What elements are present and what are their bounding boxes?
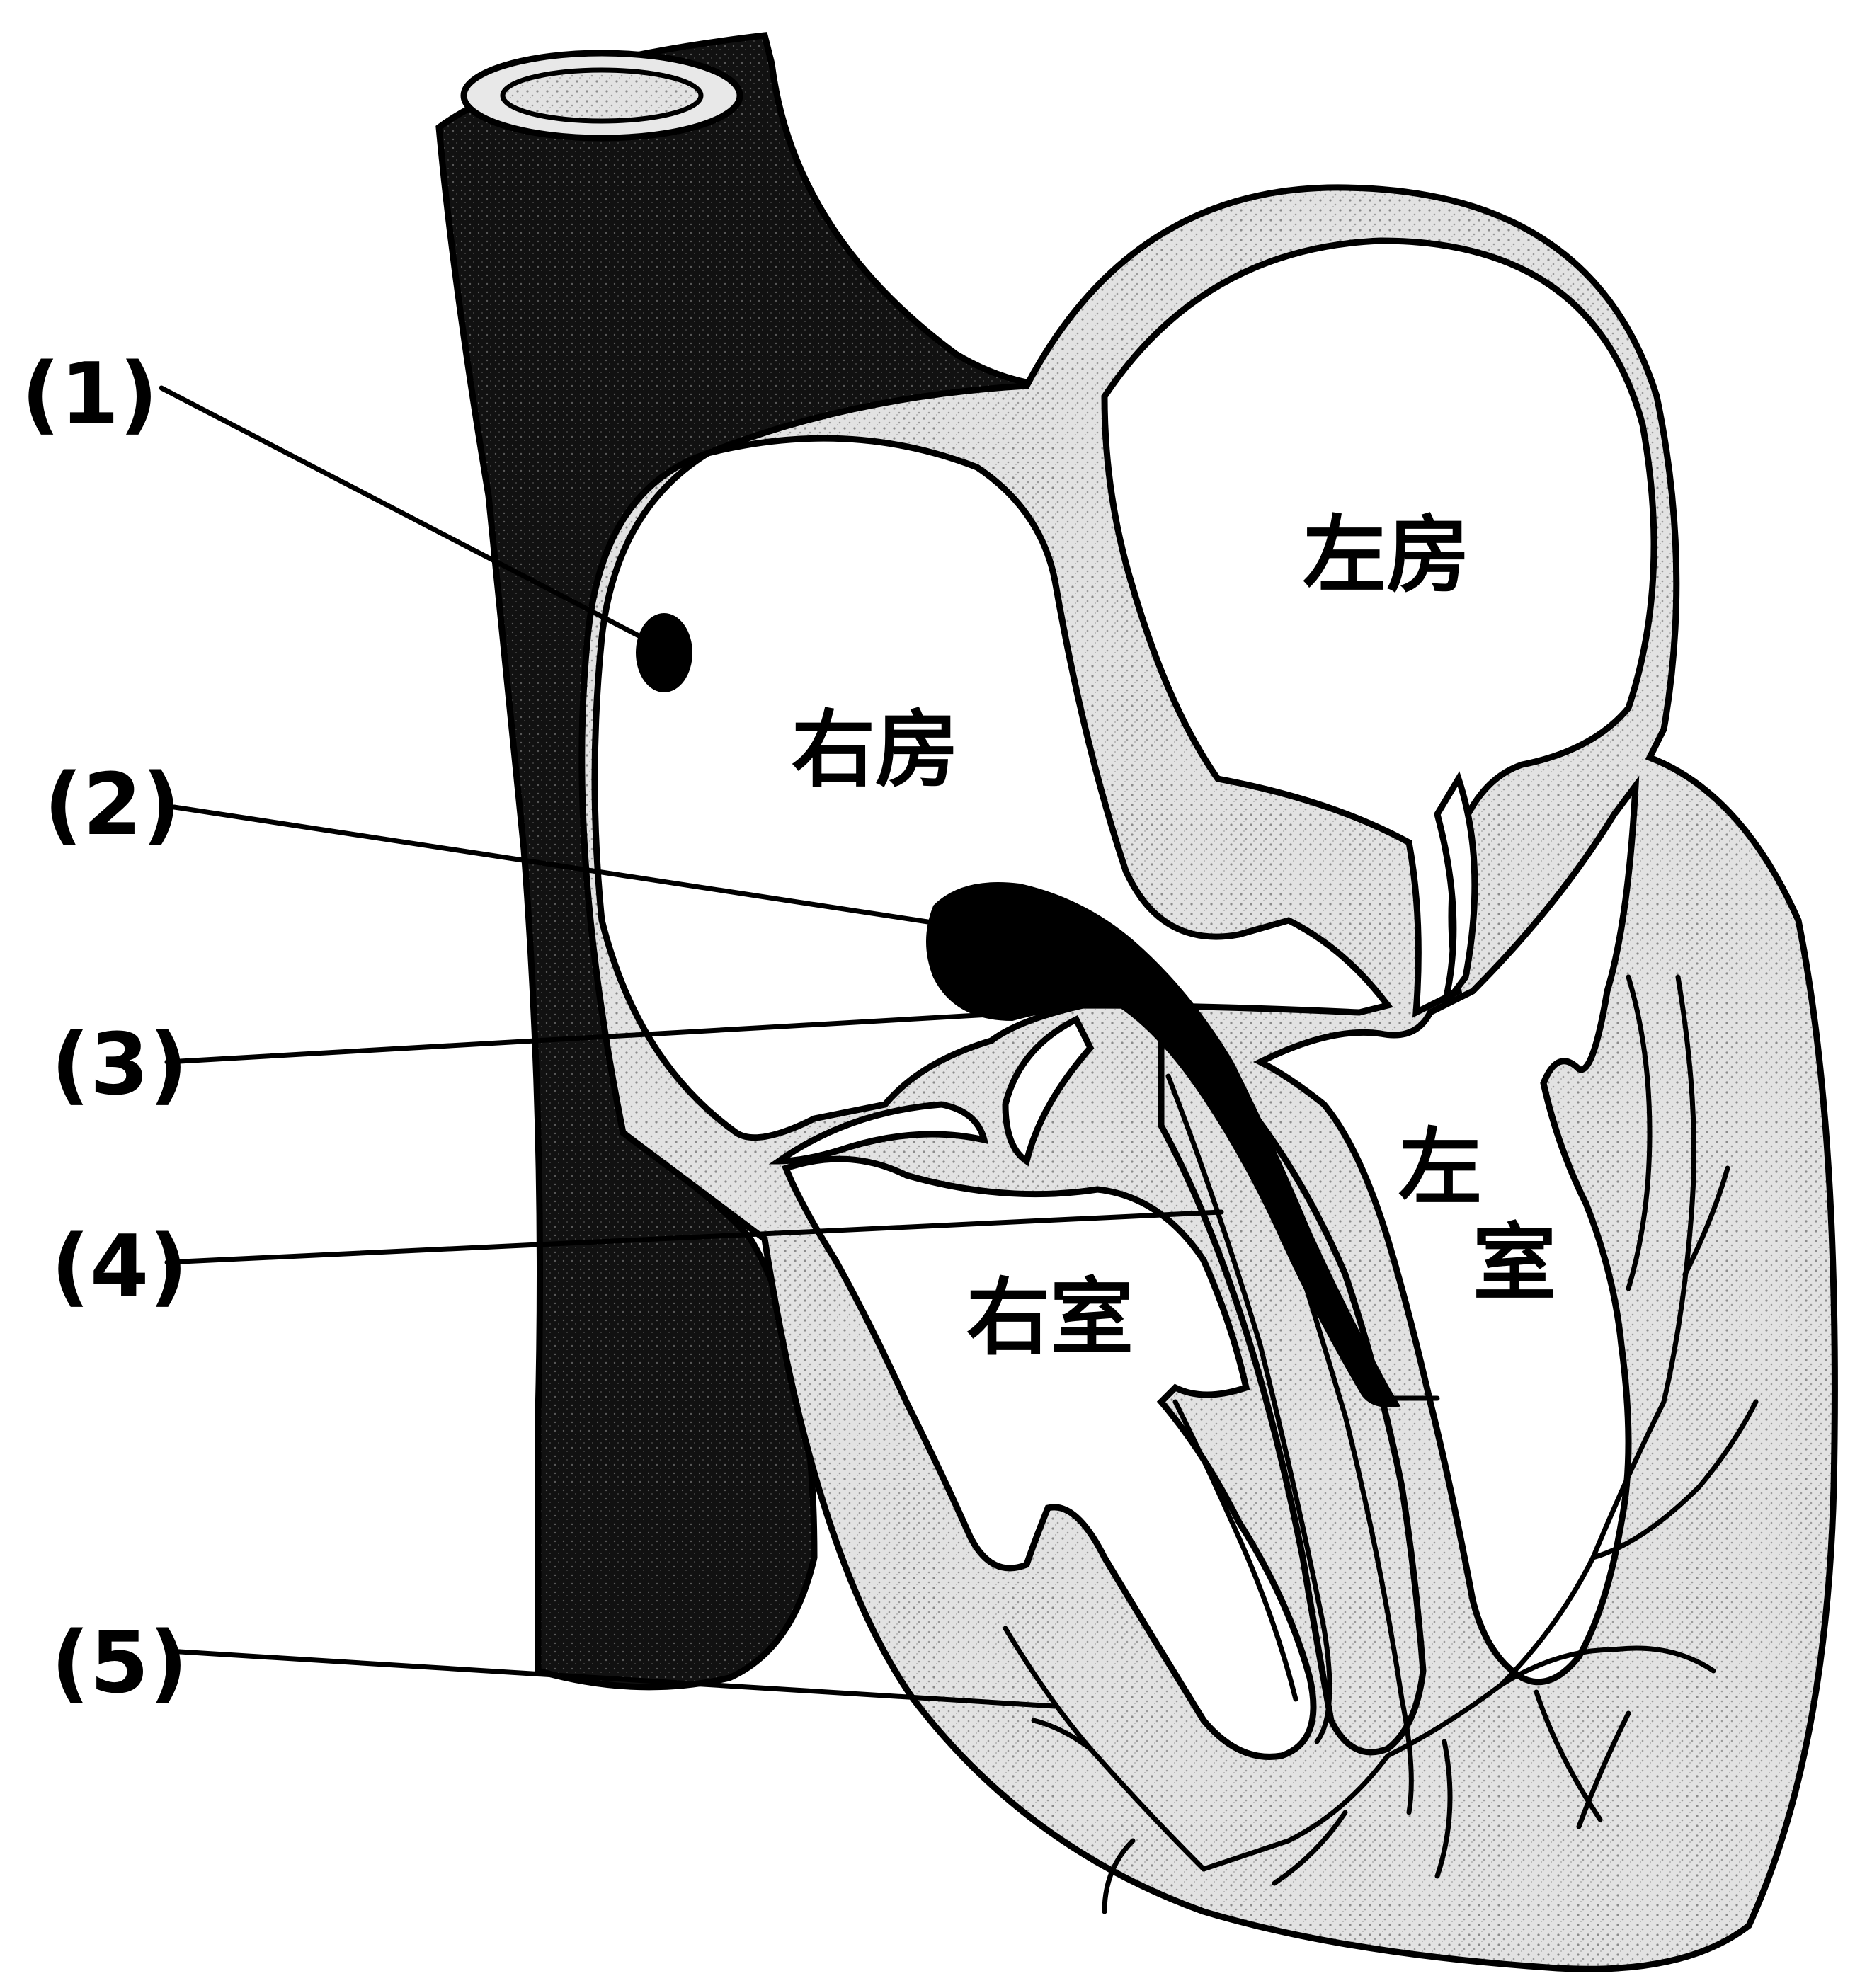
label-5: (5) <box>51 1614 188 1713</box>
label-2: (2) <box>44 756 181 855</box>
label-4: (4) <box>51 1218 188 1316</box>
label-left-atrium: 左房 <box>1303 506 1470 604</box>
label-left-ventricle-top: 左 <box>1398 1119 1482 1216</box>
label-left-ventricle-bottom: 室 <box>1473 1214 1556 1312</box>
label-right-ventricle: 右室 <box>966 1269 1134 1366</box>
label-right-atrium: 右房 <box>792 701 959 799</box>
label-1: (1) <box>21 345 158 444</box>
sinoatrial-node <box>636 613 692 692</box>
label-3: (3) <box>51 1016 188 1114</box>
